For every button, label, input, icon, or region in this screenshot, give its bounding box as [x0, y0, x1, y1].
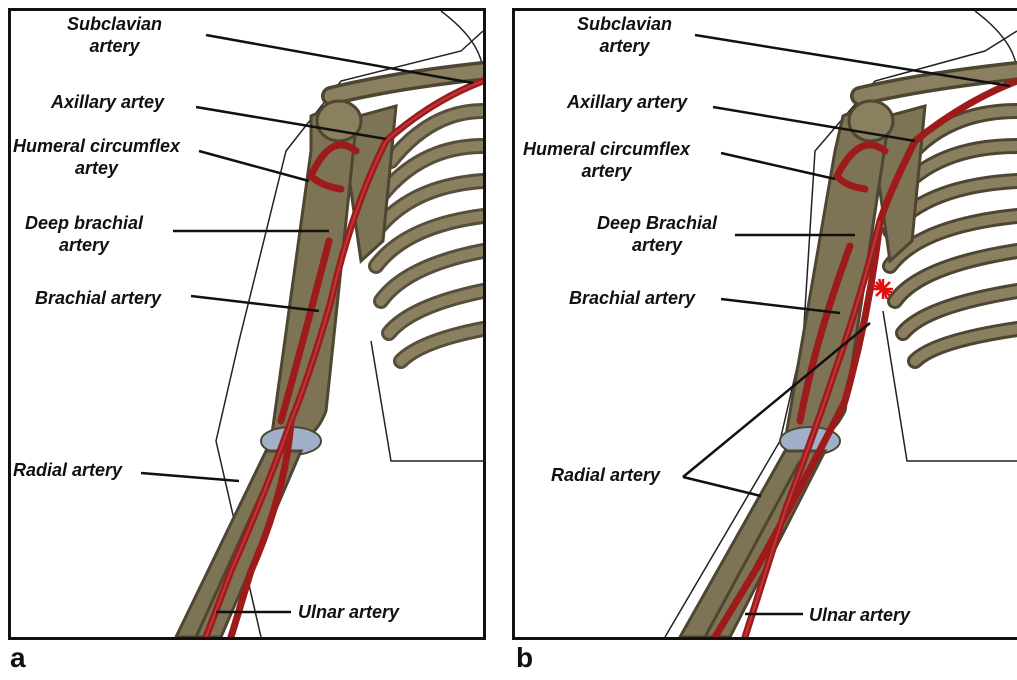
label-humeral-circumflex-artery: Humeral circumflex artery	[523, 138, 690, 182]
label-line: artery	[577, 35, 672, 57]
label-radial-artery: Radial artery	[551, 464, 660, 486]
label-humeral-circumflex-artery: Humeral circumflex artey	[13, 135, 180, 179]
label-deep-brachial-artery: Deep brachial artery	[25, 212, 143, 256]
label-line: artey	[13, 157, 180, 179]
panel-b: Subclavian artery Axillary artery Humera…	[512, 8, 1017, 640]
label-line: Subclavian	[577, 13, 672, 35]
panel-letter-a: a	[10, 642, 26, 674]
label-line: Humeral circumflex	[13, 135, 180, 157]
label-line: Subclavian	[67, 13, 162, 35]
label-line: artery	[25, 234, 143, 256]
label-subclavian-artery: Subclavian artery	[67, 13, 162, 57]
label-subclavian-artery: Subclavian artery	[577, 13, 672, 57]
label-radial-artery: Radial artery	[13, 459, 122, 481]
label-axillary-artery: Axillary artey	[51, 91, 164, 113]
label-line: artery	[597, 234, 717, 256]
label-line: artery	[67, 35, 162, 57]
label-brachial-artery: Brachial artery	[569, 287, 695, 309]
star-burst-icon	[873, 279, 893, 299]
panel-a: Subclavian artery Axillary artey Humeral…	[8, 8, 486, 640]
label-brachial-artery: Brachial artery	[35, 287, 161, 309]
label-line: artery	[523, 160, 690, 182]
label-line: Deep brachial	[25, 212, 143, 234]
label-ulnar-artery: Ulnar artery	[809, 604, 910, 626]
label-deep-brachial-artery: Deep Brachial artery	[597, 212, 717, 256]
label-line: Humeral circumflex	[523, 138, 690, 160]
label-axillary-artery: Axillary artery	[567, 91, 687, 113]
label-ulnar-artery: Ulnar artery	[298, 601, 399, 623]
panel-letter-b: b	[516, 642, 533, 674]
label-line: Deep Brachial	[597, 212, 717, 234]
